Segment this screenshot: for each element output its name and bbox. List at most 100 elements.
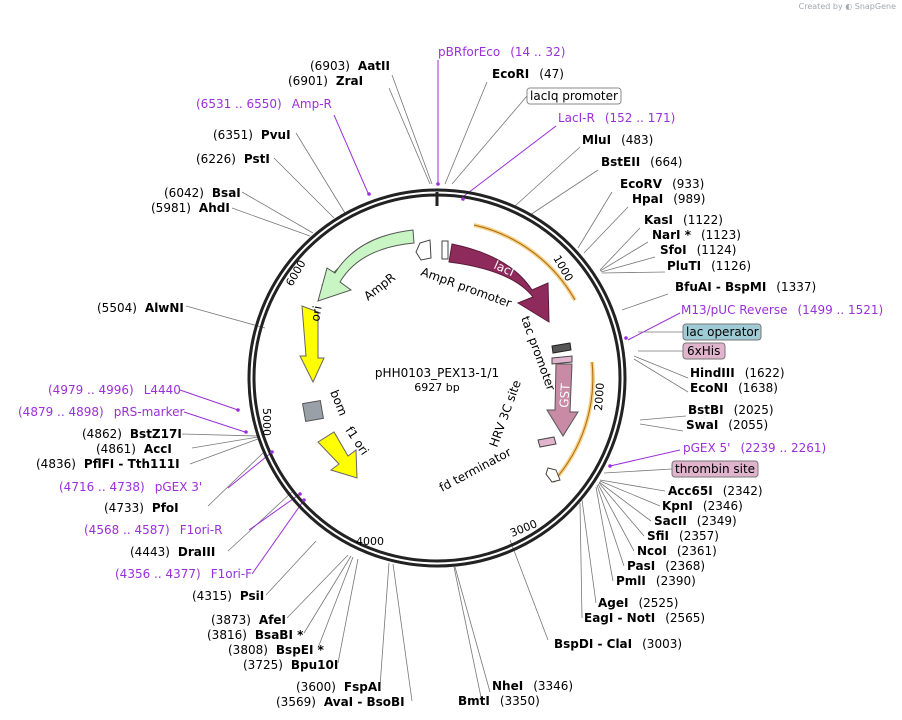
site-name: KpnI [662,499,693,513]
restriction-site-label[interactable]: (4861)AccI [96,442,172,456]
restriction-site-label[interactable]: (4836)PflFI - Tth111I [36,457,180,471]
restriction-site-label[interactable]: (5981)AhdI [151,201,230,215]
restriction-site-label[interactable]: (4733)PfoI [104,501,179,515]
primer-binding-mark [236,408,240,412]
primer-label[interactable]: pGEX 5'(2239 .. 2261) [683,441,826,455]
site-name: DraIII [178,545,215,559]
credit: Created by ◐ SnapGene [799,2,896,11]
restriction-site-label[interactable]: SacII(2349) [654,514,737,528]
site-position: (664) [650,155,682,169]
bom-label: bom [327,388,350,418]
restriction-site-label[interactable]: (4443) DraIII [130,545,215,559]
ampr-promoter-feature[interactable] [415,239,432,261]
restriction-site-label[interactable]: PasI(2368) [627,559,705,573]
restriction-site-label[interactable]: (4315)PsiI [192,589,264,603]
site-name: AhdI [199,201,230,215]
restriction-site-label[interactable]: (5504)AlwNI [97,301,184,315]
restriction-site-label[interactable]: NarI *(1123) [652,228,741,242]
f1-ori-feature[interactable] [317,431,358,479]
ampr-feature[interactable] [317,229,415,302]
primer-label[interactable]: (6531 .. 6550)Amp-R [196,97,332,111]
restriction-site-label[interactable]: (3816)BsaBI * [207,628,304,642]
primer-label[interactable]: M13/pUC Reverse(1499 .. 1521) [681,303,883,317]
restriction-site-label[interactable]: MluI(483) [582,133,653,147]
restriction-site-label[interactable]: BstBI(2025) [688,403,774,417]
primer-name: pRS-marker [114,405,185,419]
gst-orf-arc-line [552,361,594,483]
restriction-site-label[interactable]: BmtI(3350) [458,694,540,708]
site-position: (1126) [711,259,751,273]
restriction-site-label[interactable]: (6351)PvuI [213,128,291,142]
site-position: (2361) [677,544,717,558]
restriction-site-label[interactable]: SwaI(2055) [686,418,768,432]
ampr-label: AmpR [361,270,398,303]
ori-feature[interactable] [299,305,325,384]
bom-feature[interactable] [301,399,325,423]
restriction-site-label[interactable]: (3873)AfeI [211,613,286,627]
site-name: BstZ17I [130,427,182,441]
primer-name: F1ori-R [180,523,223,537]
thrombin-label: thrombin site [675,462,755,476]
credit-prefix: Created by [798,2,843,11]
restriction-site-label[interactable]: (3808)BspEI * [228,643,325,657]
restriction-site-label[interactable]: KasI(1122) [644,213,723,227]
tick-5000: 5000 [260,408,273,436]
primer-label[interactable]: (4716 .. 4738)pGEX 3' [59,480,202,494]
primer-range: (4716 .. 4738) [59,480,145,494]
restriction-site-label[interactable]: EcoRV(933) [620,177,704,191]
site-position: (1122) [683,213,723,227]
restriction-site-label[interactable]: EcoRI(47) [492,67,564,81]
restriction-site-label[interactable]: Acc65I(2342) [668,484,763,498]
restriction-site-label[interactable]: NcoI(2361) [637,544,717,558]
primer-range: (4879 .. 4898) [18,405,104,419]
primer-label[interactable]: LacI-R(152 .. 171) [558,111,675,125]
restriction-site-label[interactable]: KpnI(2346) [662,499,743,513]
site-name: AccI [144,442,172,456]
restriction-site-label[interactable]: (3725)Bpu10I [243,658,338,672]
site-name: BspDI - ClaI [554,637,632,651]
fd-terminator-feature [545,467,561,483]
hrv-label: HRV 3C site [487,378,524,449]
restriction-site-label[interactable]: BstEII(664) [601,155,682,169]
restriction-site-label[interactable]: BspDI - ClaI (3003) [554,637,682,651]
restriction-site-label[interactable]: (6042)BsaI [164,186,241,200]
lac-operator-feature [551,342,572,354]
restriction-site-label[interactable]: (6226)PstI [196,152,270,166]
laci-feature[interactable] [448,243,550,323]
site-name: BfuAI - BspMI [675,280,766,294]
restriction-site-label[interactable]: PmlI(2390) [616,574,696,588]
site-name: ZraI [336,74,363,88]
site-position: (3003) [642,637,682,651]
restriction-site-label[interactable]: (6903)AatII [310,59,390,73]
restriction-site-label[interactable]: EcoNI(1638) [690,381,778,395]
site-position: (4443) [130,545,170,559]
restriction-site-label[interactable]: AgeI(2525) [598,596,678,610]
primer-label[interactable]: (4879 .. 4898) pRS-marker [18,405,184,419]
restriction-site-label[interactable]: PluTI(1126) [667,259,751,273]
restriction-site-label[interactable]: (3569)AvaI - BsoBI [276,695,405,709]
restriction-site-label[interactable]: (3600) FspAI [296,680,382,694]
primer-binding-mark [461,197,465,201]
primer-label[interactable]: (4979 .. 4996)L4440 [48,383,181,397]
site-name: PflFI - Tth111I [84,457,180,471]
restriction-site-label[interactable]: NheI(3346) [492,679,573,693]
primer-label[interactable]: pBRforEco(14 .. 32) [438,45,565,59]
primer-label[interactable]: (4568 .. 4587) F1ori-R [84,523,223,537]
gst-feature[interactable] [546,363,579,437]
restriction-site-label[interactable]: BfuAI - BspMI(1337) [675,280,816,294]
restriction-site-label[interactable]: (6901)ZraI [288,74,363,88]
site-name: FspAI [344,680,382,694]
restriction-site-label[interactable]: HindIII(1622) [690,366,785,380]
site-name: PfoI [152,501,179,515]
restriction-site-label[interactable]: EagI - NotI(2565) [584,611,705,625]
site-name: BspEI * [276,643,325,657]
restriction-site-label[interactable]: (4862)BstZ17I [82,427,182,441]
primer-range: (4568 .. 4587) [84,523,170,537]
restriction-site-label[interactable]: HpaI(989) [632,192,705,206]
site-position: (2025) [734,403,774,417]
primer-label[interactable]: (4356 .. 4377)F1ori-F [115,567,252,581]
site-position: (2525) [638,596,678,610]
restriction-site-label[interactable]: SfiI(2357) [647,529,719,543]
restriction-site-label[interactable]: SfoI(1124) [660,243,736,257]
site-position: (3600) [296,680,336,694]
